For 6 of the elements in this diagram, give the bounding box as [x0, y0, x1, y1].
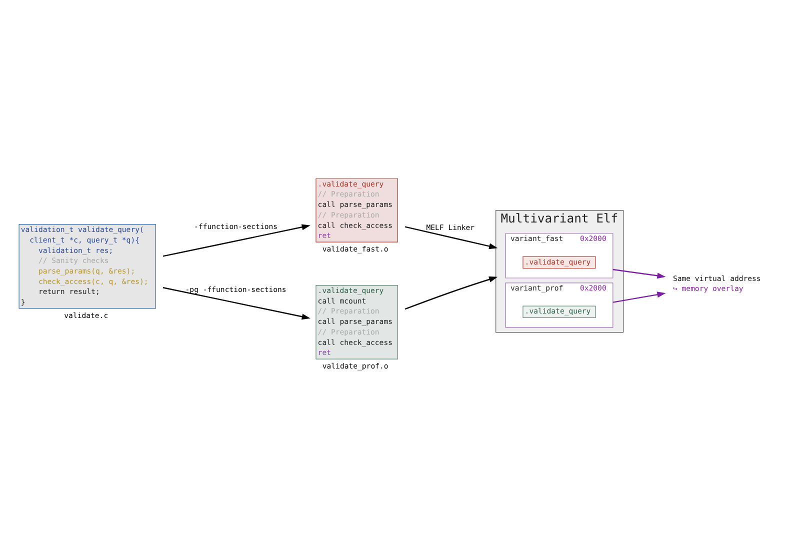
- arrow: [612, 292, 666, 303]
- arrow: [404, 226, 498, 250]
- arrow: [162, 224, 310, 257]
- arrow: [612, 268, 666, 279]
- arrow: [162, 287, 310, 320]
- arrow: [404, 276, 498, 310]
